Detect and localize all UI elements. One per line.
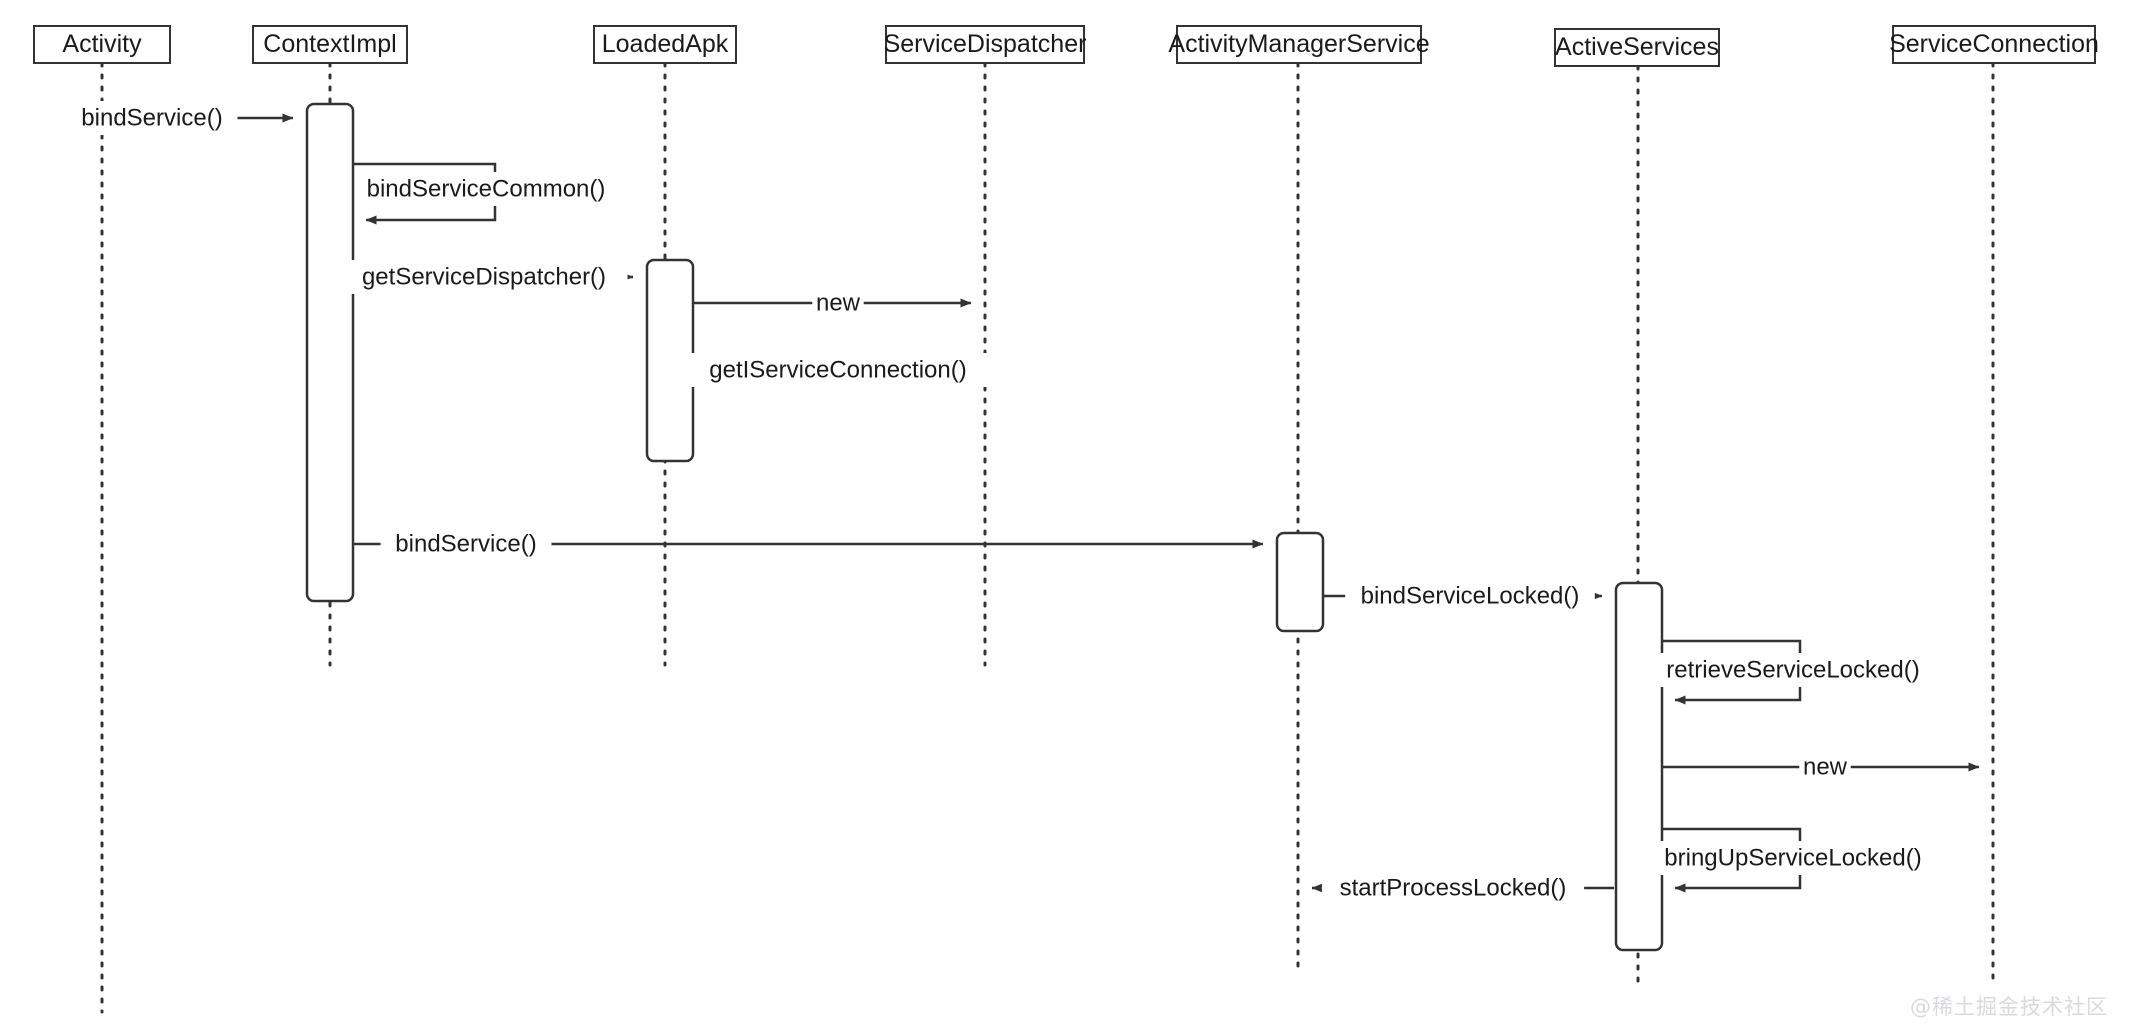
participant-serviceconnection[interactable]: ServiceConnection [1889, 25, 2099, 64]
message-label-bg-m4 [812, 286, 864, 320]
participant-box-servicedispatcher [885, 25, 1085, 64]
message-label-m6: bindService() [395, 530, 536, 557]
message-label-bg-m10 [1648, 841, 1938, 875]
message-label-m11: startProcessLocked() [1340, 874, 1567, 901]
message-m4: new [693, 286, 972, 320]
participant-label-activity: Activity [62, 30, 142, 58]
message-m7: bindServiceLocked() [1323, 579, 1603, 613]
participant-ams[interactable]: ActivityManagerService [1168, 25, 1430, 64]
message-m6: bindService() [353, 527, 1264, 561]
message-label-m9: new [1803, 753, 1848, 780]
message-label-bg-m5 [686, 353, 990, 387]
participant-servicedispatcher[interactable]: ServiceDispatcher [884, 25, 1087, 64]
message-m5: getIServiceConnection() [686, 353, 990, 387]
message-label-bg-m7 [1345, 579, 1595, 613]
message-m2: bindServiceCommon() [353, 162, 610, 225]
message-m11: startProcessLocked() [1311, 871, 1614, 905]
message-m10: bringUpServiceLocked() [1648, 827, 1938, 893]
message-label-m10: bringUpServiceLocked() [1664, 844, 1921, 871]
activation-bar-activeservices [1614, 581, 1664, 952]
activation-bar-ams [1275, 531, 1325, 633]
participant-box-loadedapk [593, 25, 737, 64]
participant-box-ams [1176, 25, 1422, 64]
participant-box-serviceconnection [1892, 25, 2096, 64]
participant-label-ams: ActivityManagerService [1168, 30, 1429, 58]
message-label-m3: getServiceDispatcher() [362, 263, 606, 290]
participant-box-contextimpl [252, 25, 408, 64]
message-label-m1: bindService() [81, 104, 222, 131]
message-m1: bindService() [66, 101, 294, 135]
message-label-bg-m6 [380, 527, 552, 561]
participant-box-activeservices [1554, 28, 1720, 67]
message-label-bg-m8 [1644, 653, 1942, 687]
participant-activeservices[interactable]: ActiveServices [1554, 28, 1720, 67]
participant-label-serviceconnection: ServiceConnection [1889, 30, 2099, 58]
participant-label-contextimpl: ContextImpl [263, 30, 396, 58]
participant-label-activeservices: ActiveServices [1555, 33, 1719, 61]
participant-box-activity [33, 25, 171, 64]
participant-activity[interactable]: Activity [33, 25, 171, 64]
participants-layer: Activity ContextImpl LoadedApk ServiceDispa… [33, 25, 2099, 67]
message-m9: new [1662, 750, 1980, 784]
message-label-bg-m1 [66, 101, 238, 135]
message-label-m8: retrieveServiceLocked() [1666, 656, 1919, 683]
participant-loadedapk[interactable]: LoadedApk [593, 25, 737, 64]
message-label-bg-m11 [1321, 871, 1585, 905]
participant-label-servicedispatcher: ServiceDispatcher [884, 30, 1087, 58]
message-label-m4: new [816, 289, 861, 316]
messages-layer: bindService() bindServiceCommon() getServi… [66, 101, 1980, 905]
message-label-bg-m2 [362, 172, 610, 206]
message-m8: retrieveServiceLocked() [1644, 639, 1942, 705]
activation-bar-contextimpl [305, 102, 355, 603]
participant-label-loadedapk: LoadedApk [602, 30, 729, 58]
activation-bar-loadedapk [645, 258, 695, 463]
message-label-m7: bindServiceLocked() [1361, 582, 1580, 609]
participant-contextimpl[interactable]: ContextImpl [252, 25, 408, 64]
message-label-m2: bindServiceCommon() [367, 175, 606, 202]
message-label-bg-m3 [340, 260, 628, 294]
watermark: @稀土掘金技术社区 [1910, 995, 2108, 1019]
message-m3: getServiceDispatcher() [340, 260, 634, 294]
message-label-m5: getIServiceConnection() [709, 356, 966, 383]
message-label-bg-m9 [1799, 750, 1851, 784]
